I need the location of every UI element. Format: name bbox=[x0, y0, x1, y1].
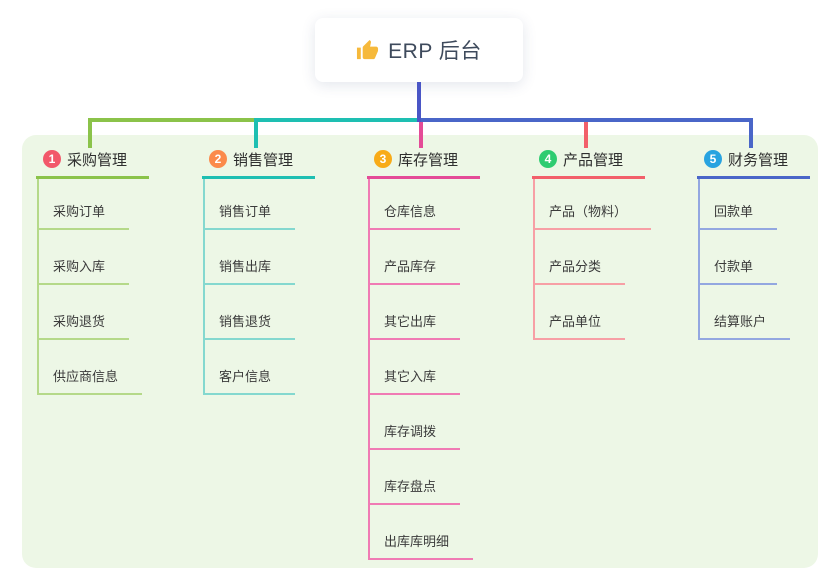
connector-root-stem bbox=[417, 82, 421, 122]
connector-drop-branch-3 bbox=[419, 122, 423, 148]
child-node[interactable]: 仓库信息 bbox=[368, 203, 461, 230]
branches-panel bbox=[22, 135, 818, 568]
branch-title-node[interactable]: 1 采购管理 bbox=[36, 148, 149, 179]
child-node[interactable]: 其它入库 bbox=[368, 368, 461, 395]
root-node[interactable]: ERP 后台 bbox=[315, 18, 523, 82]
branch-title-label: 采购管理 bbox=[67, 151, 128, 169]
root-node-label: ERP 后台 bbox=[388, 40, 482, 63]
child-node[interactable]: 回款单 bbox=[698, 203, 778, 230]
child-node[interactable]: 其它出库 bbox=[368, 313, 461, 340]
thumbs-up-icon bbox=[357, 39, 379, 59]
child-node[interactable]: 库存盘点 bbox=[368, 478, 461, 505]
branch-number-badge: 2 bbox=[209, 150, 227, 168]
branch-number-badge: 3 bbox=[374, 150, 392, 168]
child-node[interactable]: 产品（物料） bbox=[533, 203, 652, 230]
child-node[interactable]: 产品库存 bbox=[368, 258, 461, 285]
branch-connector-line bbox=[368, 179, 370, 560]
child-node[interactable]: 结算账户 bbox=[698, 313, 791, 340]
branch-title-label: 库存管理 bbox=[398, 151, 459, 169]
connector-rail-branch-1 bbox=[88, 118, 254, 122]
branch-title-node[interactable]: 5 财务管理 bbox=[697, 148, 810, 179]
connector-rail-branch-2 bbox=[254, 118, 419, 122]
branch-title-label: 销售管理 bbox=[233, 151, 294, 169]
connector-rail-branch-5 bbox=[419, 118, 753, 122]
child-node[interactable]: 库存调拨 bbox=[368, 423, 461, 450]
child-node[interactable]: 客户信息 bbox=[203, 368, 296, 395]
branch-connector-line bbox=[203, 179, 205, 395]
connector-drop-branch-1 bbox=[88, 118, 92, 148]
branch-title-node[interactable]: 3 库存管理 bbox=[367, 148, 480, 179]
branch-number-badge: 1 bbox=[43, 150, 61, 168]
child-node[interactable]: 产品单位 bbox=[533, 313, 626, 340]
child-node[interactable]: 付款单 bbox=[698, 258, 778, 285]
branch-title-label: 产品管理 bbox=[563, 151, 624, 169]
child-node[interactable]: 销售出库 bbox=[203, 258, 296, 285]
branch-title-node[interactable]: 2 销售管理 bbox=[202, 148, 315, 179]
child-node[interactable]: 出库库明细 bbox=[368, 533, 474, 560]
connector-drop-branch-2 bbox=[254, 118, 258, 148]
child-node[interactable]: 产品分类 bbox=[533, 258, 626, 285]
child-node[interactable]: 采购订单 bbox=[37, 203, 130, 230]
branch-number-badge: 4 bbox=[539, 150, 557, 168]
child-node[interactable]: 采购入库 bbox=[37, 258, 130, 285]
child-node[interactable]: 销售退货 bbox=[203, 313, 296, 340]
child-node[interactable]: 销售订单 bbox=[203, 203, 296, 230]
branch-number-badge: 5 bbox=[704, 150, 722, 168]
connector-drop-branch-5 bbox=[749, 118, 753, 148]
branch-connector-line bbox=[533, 179, 535, 340]
child-node[interactable]: 采购退货 bbox=[37, 313, 130, 340]
branch-connector-line bbox=[37, 179, 39, 395]
branch-title-label: 财务管理 bbox=[728, 151, 789, 169]
branch-connector-line bbox=[698, 179, 700, 340]
branch-title-node[interactable]: 4 产品管理 bbox=[532, 148, 645, 179]
child-node[interactable]: 供应商信息 bbox=[37, 368, 143, 395]
connector-drop-branch-4 bbox=[584, 122, 588, 148]
